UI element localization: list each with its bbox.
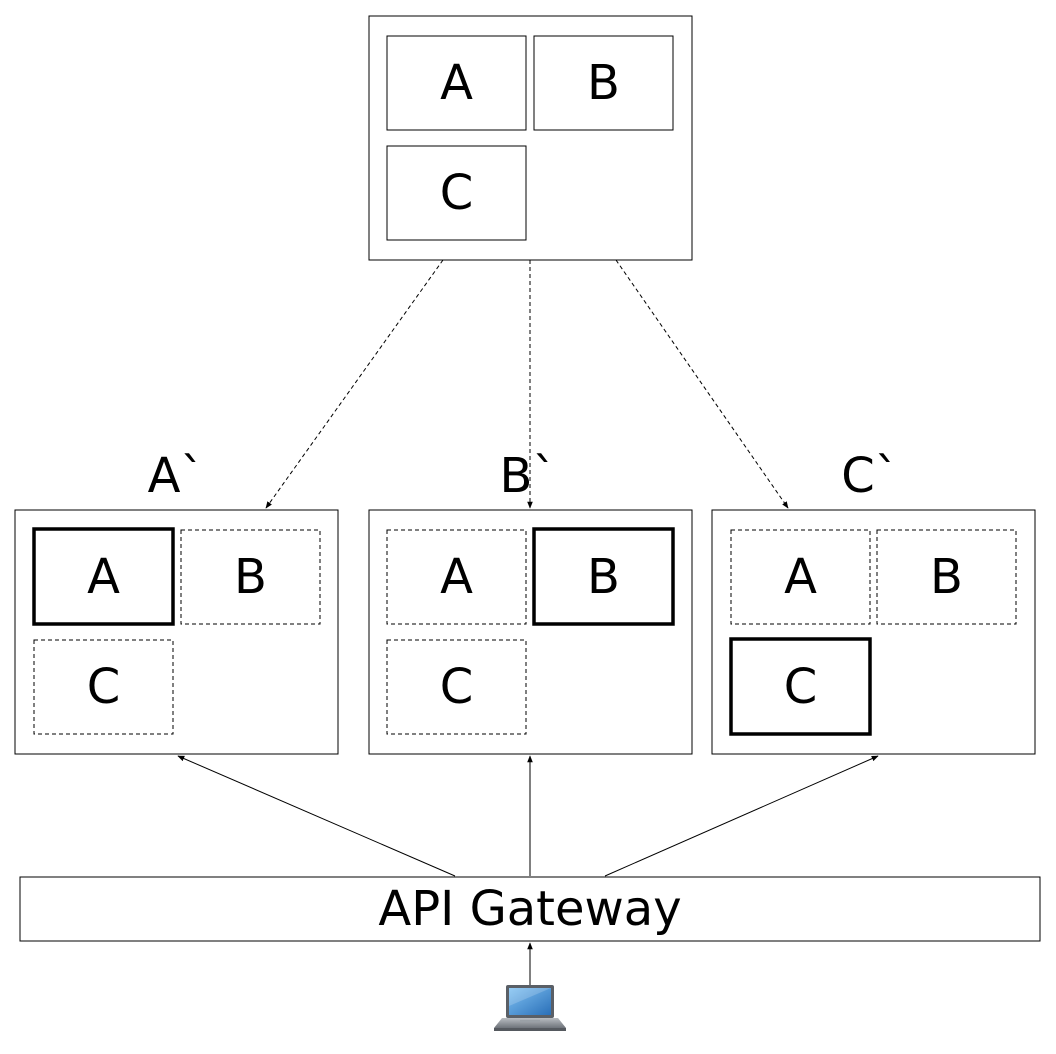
api-gateway-frame — [19, 876, 1041, 942]
service-b-module-a: A — [386, 529, 527, 625]
source-module-a-label: A — [440, 55, 473, 111]
service-c-module-c: C — [729, 637, 872, 736]
source-module-b: B — [533, 35, 674, 131]
service-a-module-c-label: C — [87, 659, 121, 715]
service-a-module-b-label: B — [234, 549, 267, 605]
service-c-module-b-label: B — [930, 549, 963, 605]
source-module-a: A — [386, 35, 527, 131]
service-a-heading: A` — [148, 448, 205, 504]
service-b-module-b: B — [532, 527, 675, 626]
service-c-module-a: A — [730, 529, 871, 625]
routing-arrows — [177, 755, 879, 877]
service-b-heading: B` — [500, 448, 557, 504]
service-b-module-c: C — [386, 639, 527, 735]
service-a-module-a: A — [32, 527, 175, 626]
source-box: A B C — [368, 15, 693, 261]
service-a-module-b: B — [180, 529, 321, 625]
source-module-c-label: C — [440, 165, 474, 221]
service-b-module-c-label: C — [440, 659, 474, 715]
dashed-arrow-to-c-service — [615, 259, 789, 509]
service-c: C` A B C — [711, 448, 1036, 755]
service-b-module-b-label: B — [587, 549, 620, 605]
arrow-gateway-to-a-service — [177, 755, 456, 877]
api-gateway-label: API Gateway — [378, 881, 681, 937]
source-module-c: C — [386, 145, 527, 241]
derivation-arrows — [265, 259, 789, 509]
source-module-b-label: B — [587, 55, 620, 111]
service-b: B` A B C — [368, 448, 693, 755]
api-gateway: API Gateway — [19, 876, 1041, 942]
laptop-icon — [494, 985, 566, 1031]
service-c-heading: C` — [841, 448, 899, 504]
dashed-arrow-to-a-service — [265, 259, 444, 509]
service-b-module-a-label: A — [440, 549, 473, 605]
service-a: A` A B C — [14, 448, 339, 755]
service-a-module-c: C — [33, 639, 174, 735]
service-a-module-a-label: A — [87, 549, 120, 605]
arrow-gateway-to-c-service — [604, 755, 879, 877]
service-c-module-b: B — [876, 529, 1017, 625]
service-c-module-c-label: C — [784, 659, 818, 715]
service-c-module-a-label: A — [784, 549, 817, 605]
